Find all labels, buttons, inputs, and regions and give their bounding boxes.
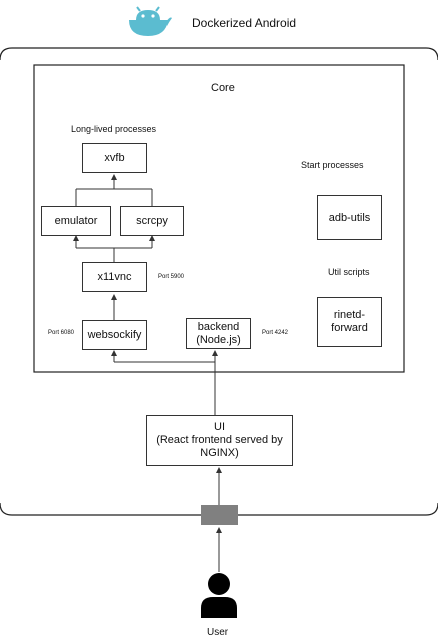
websockify-port-label: Port 6080 bbox=[48, 330, 75, 336]
xvfb-box: xvfb bbox=[82, 143, 147, 173]
long-lived-processes-label: Long-lived processes bbox=[71, 124, 157, 134]
ui-label-line3: NGINX) bbox=[200, 447, 239, 459]
rinetd-forward-box: rinetd- forward bbox=[317, 297, 382, 347]
user-label: User bbox=[207, 627, 229, 638]
core-title: Core bbox=[211, 82, 235, 94]
adb-utils-label: adb-utils bbox=[328, 211, 371, 224]
emulator-label: emulator bbox=[54, 215, 98, 227]
ui-label-line2: (React frontend served by bbox=[156, 434, 283, 446]
backend-port-label: Port 4242 bbox=[262, 330, 289, 336]
user-icon bbox=[201, 573, 237, 618]
port-block bbox=[201, 505, 238, 525]
emulator-box: emulator bbox=[41, 206, 111, 236]
util-scripts-label: Util scripts bbox=[328, 267, 370, 277]
rinetd-label-line2: forward bbox=[331, 322, 368, 334]
start-processes-label: Start processes bbox=[301, 160, 364, 170]
websockify-box: websockify bbox=[82, 320, 147, 350]
xvfb-label: xvfb bbox=[104, 152, 125, 164]
backend-label-line1: backend bbox=[197, 320, 240, 333]
x11vnc-port-label: Port 5900 bbox=[158, 274, 185, 280]
x11vnc-label: x11vnc bbox=[97, 271, 132, 283]
rinetd-label-line1: rinetd- bbox=[333, 309, 366, 321]
ui-box: UI (React frontend served by NGINX) bbox=[146, 415, 293, 466]
backend-box: backend (Node.js) bbox=[186, 318, 251, 349]
app-title: Dockerized Android bbox=[192, 16, 297, 30]
scrcpy-label: scrcpy bbox=[136, 215, 168, 227]
backend-label-line2: (Node.js) bbox=[196, 333, 241, 346]
whale-android-logo-icon bbox=[129, 6, 172, 36]
scrcpy-box: scrcpy bbox=[120, 206, 184, 236]
x11vnc-box: x11vnc bbox=[82, 262, 147, 292]
container-border bbox=[0, 47, 438, 61]
websockify-label: websockify bbox=[87, 329, 142, 341]
ui-label-line1: UI bbox=[214, 421, 225, 433]
core-box bbox=[33, 64, 405, 373]
adb-utils-box: adb-utils bbox=[317, 195, 382, 240]
